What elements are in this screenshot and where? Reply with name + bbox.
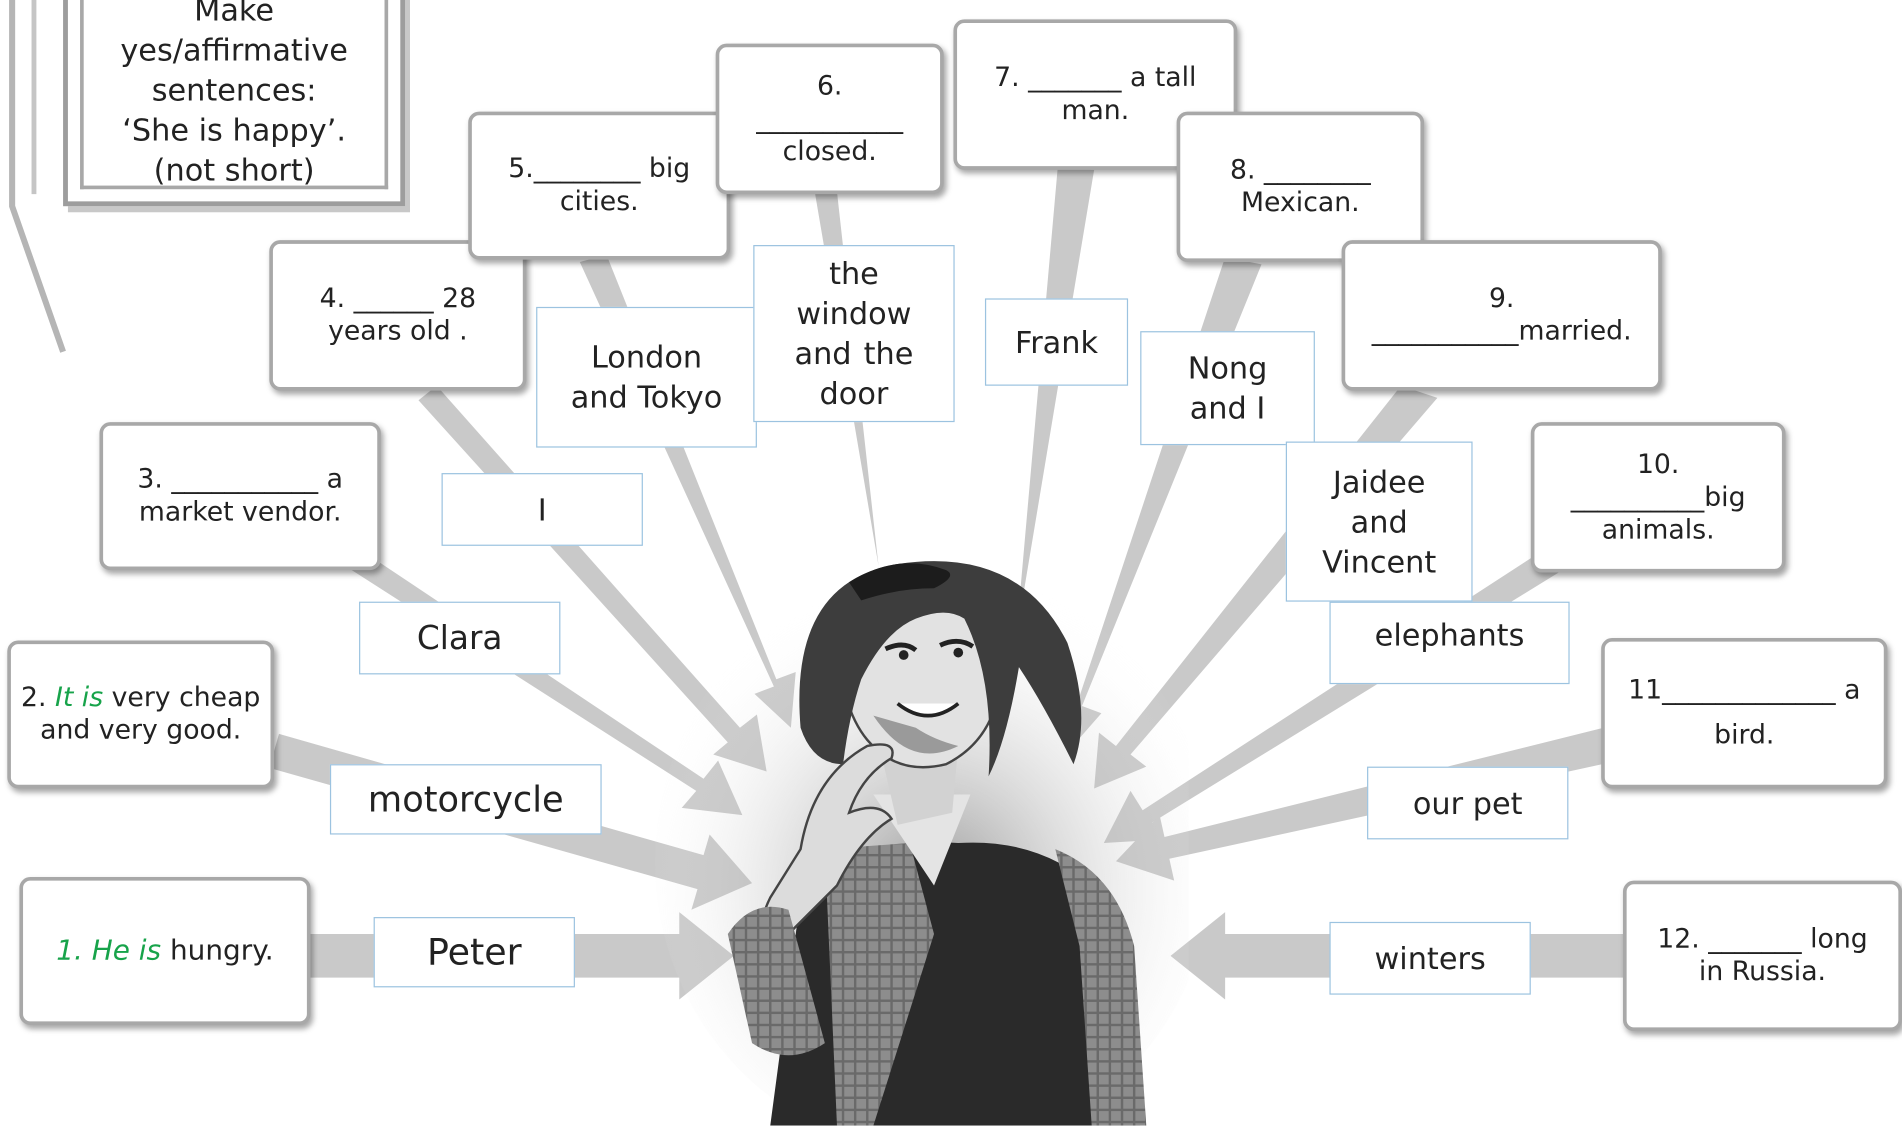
instruction-line-5: (not short) <box>153 152 315 189</box>
question-9-line2: ___________married. <box>1371 316 1632 347</box>
subject-frank: Frank <box>984 298 1129 386</box>
question-10-line1: 10. <box>1636 449 1680 480</box>
question-6-line2: ___________ <box>756 103 904 135</box>
question-3-line2: market vendor. <box>138 497 342 528</box>
question-10-box: 10. __________big animals. <box>1530 422 1786 573</box>
question-2-box: 2. It is very cheap and very good. <box>7 640 275 789</box>
instruction-line-2: yes/affirmative <box>120 32 348 68</box>
question-4-line1: 4. ______ 28 <box>319 283 477 315</box>
question-3-box: 3. ___________ a market vendor. <box>99 422 381 571</box>
question-5-box: 5.________ big cities. <box>468 111 731 260</box>
question-9-line1: 9. <box>1488 283 1515 315</box>
question-2-line2: and very good. <box>40 715 242 746</box>
subject-peter: Peter <box>373 917 575 988</box>
question-8-line2: Mexican. <box>1241 188 1360 219</box>
subject-jaidee-vincent: Jaidee and Vincent <box>1285 441 1473 602</box>
question-6-line1: 6. <box>816 70 843 102</box>
question-11-line2: bird. <box>1714 720 1775 751</box>
question-10-line3: animals. <box>1601 514 1715 546</box>
question-5-line2: cities. <box>559 186 639 218</box>
subject-london-tokyo: London and Tokyo <box>536 306 757 448</box>
subject-motorcycle: motorcycle <box>329 764 602 835</box>
arrow-q11 <box>1115 727 1614 881</box>
decorative-lines <box>9 0 66 353</box>
instruction-line-4: ‘She is happy’. <box>122 112 347 148</box>
question-7-line1: 7. _______ a tall <box>994 63 1197 94</box>
arrow-q7 <box>999 167 1095 662</box>
subject-nong-and-i: Nong and I <box>1140 331 1315 446</box>
man-illustration <box>655 561 1189 1126</box>
question-7-line2: man. <box>1061 95 1130 127</box>
question-12-line2: in Russia. <box>1698 957 1827 988</box>
question-11-line1: 11_____________ a <box>1628 675 1861 706</box>
subject-i: I <box>441 473 643 546</box>
question-2-rest: very cheap <box>103 682 261 714</box>
question-3-line1: 3. ___________ a <box>137 464 343 495</box>
instruction-line-1: Make <box>194 0 275 28</box>
subject-clara: Clara <box>359 601 561 675</box>
question-1-rest: hungry. <box>161 934 274 967</box>
question-11-box: 11_____________ a bird. <box>1601 638 1888 789</box>
question-12-line1: 12. _______ long <box>1657 924 1868 955</box>
question-8-line1: 8. ________ <box>1229 155 1371 186</box>
question-2-num: 2. <box>21 682 55 714</box>
instruction-inner: Make yes/affirmative sentences: ‘She is … <box>80 0 389 190</box>
question-4-line2: years old . <box>328 316 468 347</box>
question-5-line1: 5.________ big <box>508 154 691 185</box>
question-6-line3: closed. <box>782 136 877 167</box>
question-1-prefix: 1. He is <box>56 934 162 967</box>
subject-window-door: the window and the door <box>753 245 955 423</box>
subject-winters: winters <box>1329 921 1531 995</box>
subject-elephants: elephants <box>1329 601 1570 685</box>
question-6-box: 6. ___________ closed. <box>715 43 944 195</box>
question-8-box: 8. ________ Mexican. <box>1176 111 1425 263</box>
question-2-answer: It is <box>54 682 104 714</box>
question-1-box: 1. He is hungry. <box>19 876 311 1025</box>
instruction-line-3: sentences: <box>151 72 317 108</box>
question-4-box: 4. ______ 28 years old . <box>269 240 527 391</box>
instruction-card: Make yes/affirmative sentences: ‘She is … <box>63 0 406 207</box>
question-12-box: 12. _______ long in Russia. <box>1622 880 1902 1032</box>
question-10-line2: __________big <box>1570 482 1746 513</box>
subject-our-pet: our pet <box>1367 766 1569 840</box>
question-9-box: 9. ___________married. <box>1341 240 1662 391</box>
